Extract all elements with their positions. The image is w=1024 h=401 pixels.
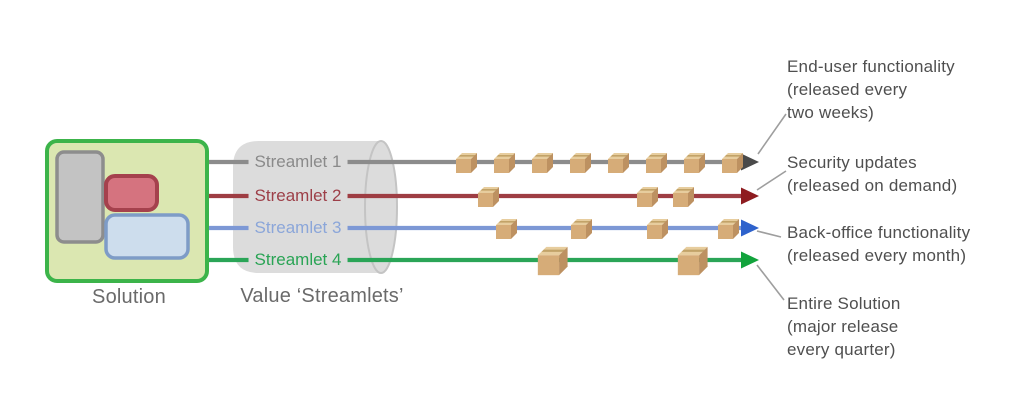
pipe-body (233, 141, 381, 273)
annotation-text-line: Security updates (787, 153, 917, 172)
callout-line-1 (757, 113, 787, 155)
package-icon (673, 187, 694, 207)
package-icon (677, 246, 708, 276)
package-icon (571, 219, 592, 239)
solution-box (45, 139, 209, 283)
annotation-end-user: End-user functionality (released every t… (787, 55, 955, 124)
package-icon (684, 153, 705, 173)
annotation-text-line: (released every (787, 80, 908, 99)
streamlets-pipe (233, 140, 398, 274)
package-icon (646, 153, 667, 173)
annotation-back-office: Back-office functionality (released ever… (787, 221, 970, 267)
package-icon (456, 153, 477, 173)
annotation-text-line: (released every month) (787, 246, 967, 265)
package-icon (478, 187, 499, 207)
annotation-text-line: (released on demand) (787, 176, 958, 195)
package-icon (537, 246, 568, 276)
streamlet-3-label: Streamlet 3 (248, 218, 348, 238)
solution-component-gray (55, 150, 105, 244)
streamlet-2-label: Streamlet 2 (248, 186, 348, 206)
annotation-security: Security updates (released on demand) (787, 151, 957, 197)
annotation-entire-solution: Entire Solution (major release every qua… (787, 292, 901, 361)
streamlet-3-arrowhead (741, 219, 759, 237)
pipe-caption: Value ‘Streamlets’ (240, 285, 404, 307)
callout-line-3 (756, 230, 782, 238)
streamlet-4-label: Streamlet 4 (248, 250, 348, 270)
package-icon (496, 219, 517, 239)
package-icon (722, 153, 743, 173)
streamlet-1-arrowhead (741, 153, 759, 171)
streamlet-4-arrowhead (741, 251, 759, 269)
package-icon (570, 153, 591, 173)
annotation-text-line: End-user functionality (787, 57, 955, 76)
callout-line-2 (756, 170, 787, 191)
pipe-end-cap (364, 140, 398, 274)
callout-line-4 (756, 264, 785, 301)
annotation-text-line: Entire Solution (787, 294, 901, 313)
package-icon (494, 153, 515, 173)
callout-lines-layer (756, 113, 787, 301)
annotation-text-line: (major release (787, 317, 899, 336)
package-icon (637, 187, 658, 207)
annotation-text-line: every quarter) (787, 340, 896, 359)
package-icon (647, 219, 668, 239)
annotation-text-line: two weeks) (787, 103, 875, 122)
streamlet-2-arrowhead (741, 187, 759, 205)
package-icons-layer (456, 153, 743, 276)
solution-component-blue (104, 213, 190, 260)
package-icon (608, 153, 629, 173)
annotation-text-line: Back-office functionality (787, 223, 971, 242)
package-icon (532, 153, 553, 173)
solution-component-red (104, 174, 159, 212)
solution-caption: Solution (92, 286, 166, 308)
package-icon (718, 219, 739, 239)
streamlet-1-label: Streamlet 1 (248, 152, 348, 172)
